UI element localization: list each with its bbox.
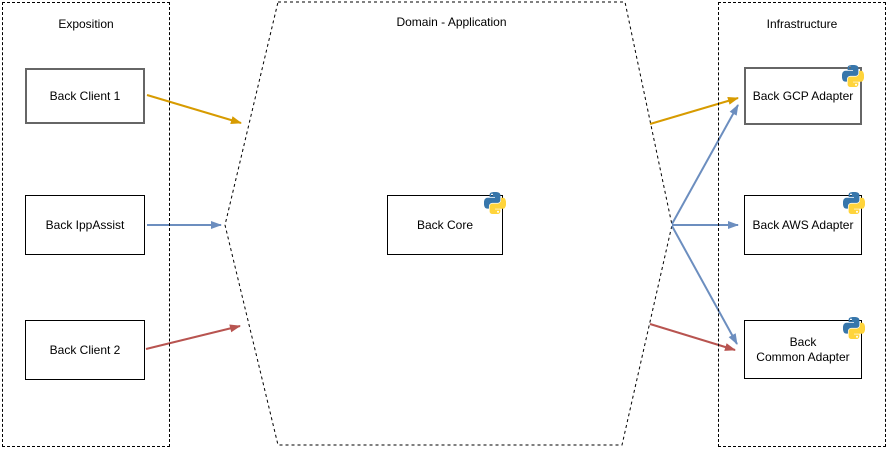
infrastructure-panel: Infrastructure [718, 2, 886, 447]
python-icon [842, 65, 864, 87]
node-back-gcp-adapter: Back GCP Adapter [744, 65, 864, 125]
infrastructure-panel-title: Infrastructure [766, 17, 838, 31]
node-back-client-1-label: Back Client 1 [49, 88, 121, 103]
domain-panel-title: Domain - Application [396, 15, 507, 29]
node-back-client-1: Back Client 1 [25, 68, 145, 124]
python-icon [843, 317, 865, 339]
node-back-aws-adapter-label: Back AWS Adapter [752, 217, 854, 232]
node-back-common-adapter-label: Back Common Adapter [756, 334, 850, 364]
node-back-client-2: Back Client 2 [25, 320, 145, 380]
node-back-ippassist: Back IppAssist [25, 195, 145, 255]
node-back-ippassist-label: Back IppAssist [45, 217, 125, 232]
node-back-gcp-adapter-label: Back GCP Adapter [752, 88, 854, 103]
node-back-common-adapter: Back Common Adapter [744, 317, 865, 379]
node-back-core-label: Back Core [416, 217, 474, 232]
node-back-core: Back Core [387, 192, 506, 255]
exposition-panel-title: Exposition [58, 17, 114, 31]
python-icon [484, 192, 506, 214]
node-back-aws-adapter: Back AWS Adapter [744, 192, 865, 255]
node-back-client-2-label: Back Client 2 [49, 342, 121, 357]
exposition-panel: Exposition [2, 2, 170, 447]
python-icon [843, 192, 865, 214]
